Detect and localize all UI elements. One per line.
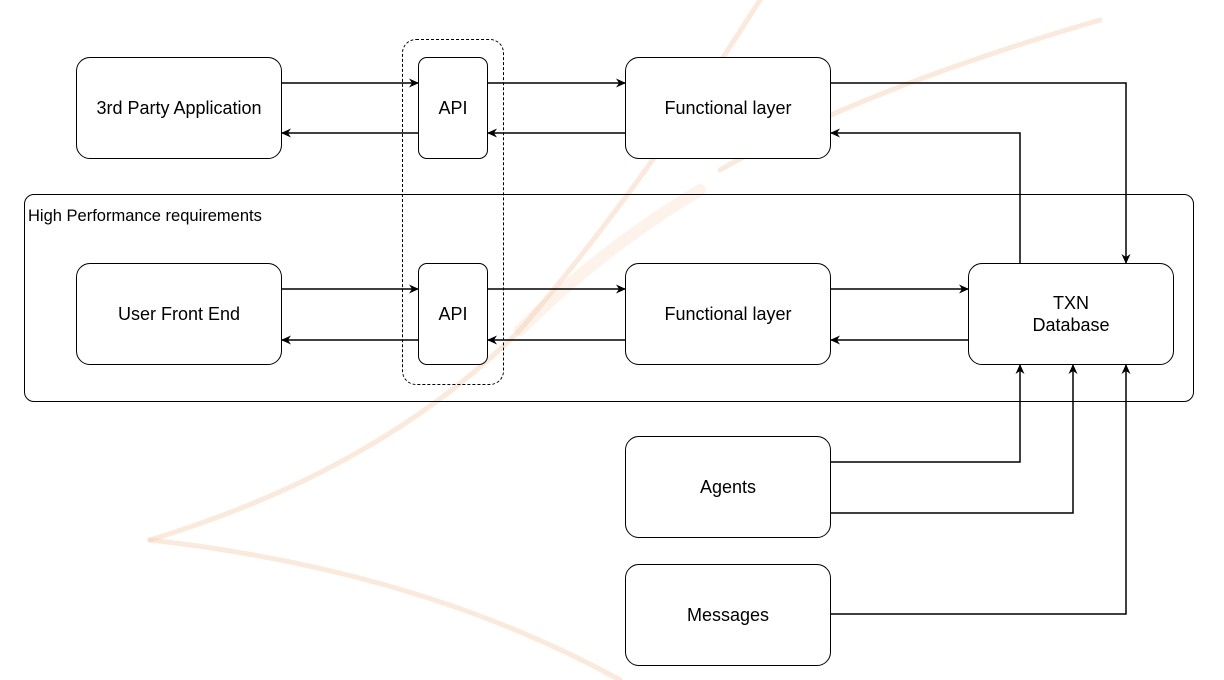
node-label: Functional layer — [664, 303, 792, 324]
txn-database-label: TXN Database — [1032, 292, 1109, 337]
edge-functional-top-to-db — [831, 82, 1131, 264]
high-performance-group — [24, 194, 1194, 402]
edge-messages-to-db — [831, 364, 1131, 615]
db-label-line1: TXN — [1053, 292, 1089, 313]
api-node-top[interactable]: API — [418, 57, 488, 159]
edge-db-to-functional-top — [830, 128, 1021, 263]
node-label: User Front End — [117, 303, 241, 324]
node-label: Functional layer — [664, 97, 792, 118]
node-label: API — [438, 97, 468, 118]
api-node-bottom[interactable]: API — [418, 263, 488, 365]
user-front-end-node[interactable]: User Front End — [76, 263, 282, 365]
node-label: Messages — [686, 604, 770, 625]
third-party-application-node[interactable]: 3rd Party Application — [76, 57, 282, 159]
messages-node[interactable]: Messages — [625, 564, 831, 666]
txn-database-node[interactable]: TXN Database — [968, 263, 1174, 365]
edge-agents-to-db-2 — [831, 364, 1078, 514]
functional-layer-node-top[interactable]: Functional layer — [625, 57, 831, 159]
group-label: High Performance requirements — [28, 207, 262, 225]
node-label: 3rd Party Application — [96, 97, 262, 118]
node-label: API — [438, 303, 468, 324]
db-label-line2: Database — [1032, 315, 1110, 335]
edge-agents-to-db-1 — [831, 364, 1025, 463]
node-label: Agents — [699, 476, 757, 497]
functional-layer-node-bottom[interactable]: Functional layer — [625, 263, 831, 365]
api-dashed-group — [402, 39, 504, 385]
agents-node[interactable]: Agents — [625, 436, 831, 538]
